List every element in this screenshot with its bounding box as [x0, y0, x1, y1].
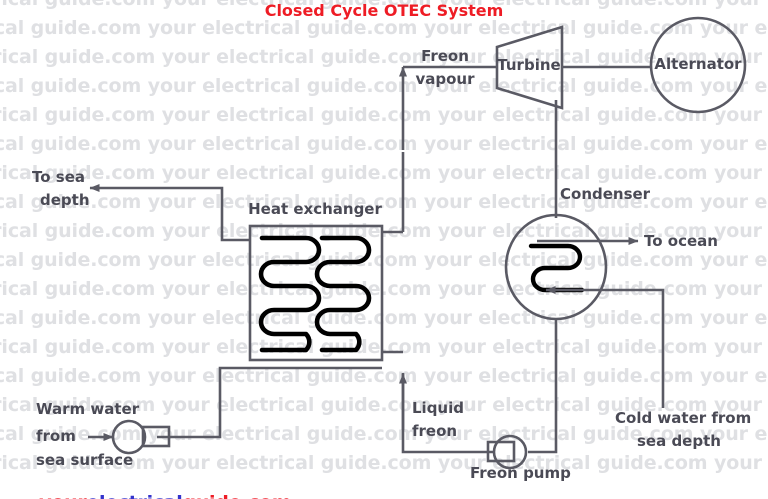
- alternator-body: [649, 16, 747, 114]
- page-title: Closed Cycle OTEC System: [264, 1, 504, 20]
- freon-vapour-label-line1: Freon: [421, 47, 469, 65]
- condenser-to-pump-pipe: [528, 319, 558, 454]
- cold-water-inlet-pipe: [545, 286, 665, 408]
- warm-water-pump-body: [111, 419, 147, 455]
- liquid-freon-label-line1: Liquid: [412, 399, 464, 417]
- logo-part-guide: guide: [183, 492, 242, 499]
- warm-water-supply-pipe: [157, 366, 382, 439]
- warm-water-label-line3: sea surface: [36, 451, 134, 469]
- liquid-freon-label-line2: freon: [412, 422, 458, 440]
- logo-part-electrical: electrical: [86, 492, 182, 499]
- cold-water-label-line1: Cold water from: [615, 409, 752, 427]
- warm-water-label-line1: Warm water: [36, 400, 140, 418]
- logo-part-com: .com: [241, 492, 291, 499]
- freon-pump-label: Freon pump: [470, 464, 571, 482]
- warm-water-pump-outlet-box: [141, 425, 171, 448]
- cold-water-label-line2: sea depth: [637, 432, 721, 450]
- hx-coil-left: [258, 235, 322, 353]
- alternator-label: Alternator: [654, 55, 742, 73]
- logo-part-your: your: [39, 492, 86, 499]
- turbine-body: [495, 25, 564, 110]
- warm-water-label-line2: from: [36, 427, 76, 445]
- to-sea-depth-pipe: [89, 184, 250, 242]
- condenser-coil: [528, 243, 585, 293]
- heat-exchanger-label: Heat exchanger: [248, 200, 382, 218]
- to-sea-depth-label-line2: depth: [40, 191, 90, 209]
- to-ocean-label: To ocean: [644, 232, 718, 250]
- to-sea-depth-label-line1: To sea: [32, 168, 85, 186]
- freon-vapour-label-line2: vapour: [415, 70, 475, 88]
- turbine-label: Turbine: [497, 56, 561, 74]
- condenser-label: Condenser: [560, 185, 651, 203]
- heat-exchanger-body: [248, 224, 384, 362]
- hx-coil-right: [314, 235, 372, 353]
